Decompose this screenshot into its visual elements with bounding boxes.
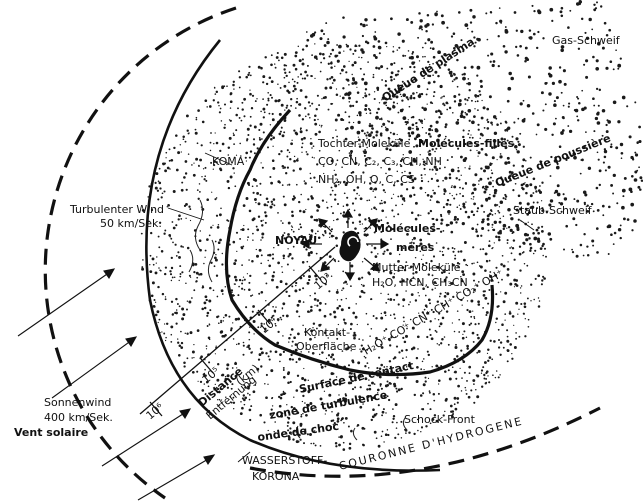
hydrogen-corona-de-2: KORONA xyxy=(252,470,300,483)
mother-list: H₂O, HCN, CH₃CN xyxy=(372,276,468,289)
contact-de-1: Kontakt- xyxy=(304,326,350,339)
shock-front-de: Schock-Front xyxy=(404,413,476,426)
nucleus-label: NOYAU xyxy=(275,234,317,247)
turbulent-wind-speed: 50 km/Sek. xyxy=(100,217,162,230)
mother-molecules-de: Mutter-Moleküle xyxy=(372,261,461,274)
turbulence-streak xyxy=(353,428,357,440)
shock-wave-fr: onde de choc xyxy=(257,420,340,444)
mother-molecules-fr-1: Molécules- xyxy=(374,222,440,235)
gas-tail-label: Gas-Schweif xyxy=(552,34,621,47)
nucleus xyxy=(339,231,360,262)
plasma-tail-label: Queue de plasma xyxy=(380,35,477,104)
daughter-list-2: NH₂, OH, O, C, CS xyxy=(318,173,415,186)
daughter-list-1: CO, CN, C₂, C₃, CH, NH xyxy=(318,155,442,168)
mother-molecules-fr-2: mères xyxy=(396,241,435,254)
koma-label: KOMA xyxy=(212,155,245,168)
hydrogen-corona-boundary xyxy=(45,8,236,498)
solar-wind-speed: 400 km/Sek. xyxy=(44,411,113,424)
daughter-molecules-fr: Molécules-filles xyxy=(418,137,515,150)
dust-tail-de-label: Staub-Schweif xyxy=(513,204,593,217)
solar-wind-fr: Vent solaire xyxy=(14,426,88,439)
turbulent-wind-label: Turbulenter Wind xyxy=(69,203,164,216)
distance-tick-label: 10⁶ xyxy=(144,400,167,422)
solar-wind-de: Sonnenwind xyxy=(44,396,111,409)
hydrogen-corona-de-1: WASSERSTOFF- xyxy=(242,454,327,467)
daughter-molecules-de: Tochter-Moleküle xyxy=(317,137,411,150)
turbulence-streak xyxy=(189,250,193,272)
contact-de-2: Oberfläche xyxy=(296,340,357,353)
turbulence-streak xyxy=(208,240,214,282)
turbulence-zone-label: zone de turbulence xyxy=(268,388,388,422)
